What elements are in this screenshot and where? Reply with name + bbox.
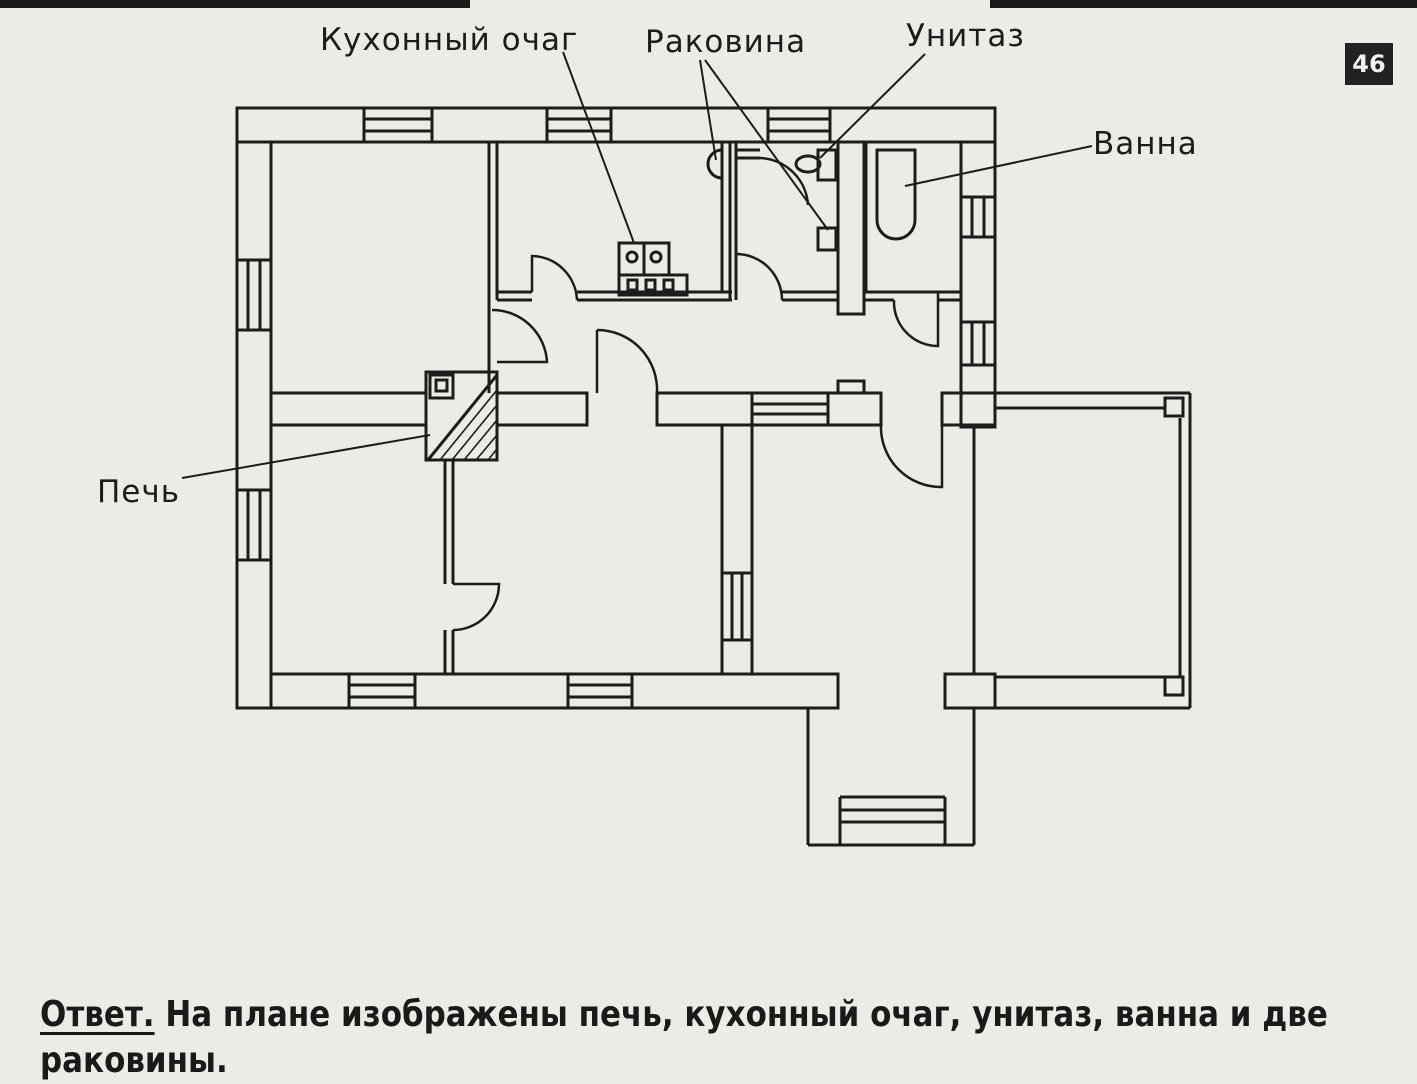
interior-walls	[269, 140, 997, 676]
kitchen-hearth-fixture	[617, 241, 689, 297]
page-number-badge: 46	[1345, 43, 1393, 85]
toilet-fixture	[794, 148, 838, 182]
label-toilet: Унитаз	[906, 18, 1025, 54]
window-right-2	[959, 322, 997, 365]
answer-text: Ответ. На плане изображены печь, кухонны…	[40, 992, 1399, 1084]
porch	[806, 425, 997, 847]
window-top-3	[768, 106, 830, 144]
window-bottom-1	[349, 672, 415, 710]
window-inner-2	[752, 391, 828, 427]
window-right-1	[959, 197, 997, 237]
answer-body: На плане изображены печь, кухонный очаг,…	[40, 994, 1328, 1081]
terrace	[995, 391, 1192, 710]
answer-prefix: Ответ.	[40, 994, 155, 1035]
leader-lines	[181, 51, 1093, 479]
stove-hatch	[439, 389, 498, 461]
top-film-edge	[0, 0, 1417, 8]
label-kitchen-hearth: Кухонный очаг	[320, 22, 579, 58]
window-top-1	[364, 106, 432, 144]
window-inner-1	[720, 573, 754, 640]
label-sink: Раковина	[645, 24, 807, 60]
window-top-2	[547, 106, 611, 144]
door-swings	[452, 156, 944, 632]
stove-fixture	[424, 370, 499, 462]
exterior-walls	[235, 106, 997, 710]
window-left-1	[235, 260, 273, 330]
label-bathtub: Ванна	[1093, 126, 1198, 162]
window-left-2	[235, 490, 273, 560]
bathtub-fixture	[864, 140, 963, 294]
label-stove: Печь	[97, 474, 180, 510]
window-bottom-2	[568, 672, 632, 710]
